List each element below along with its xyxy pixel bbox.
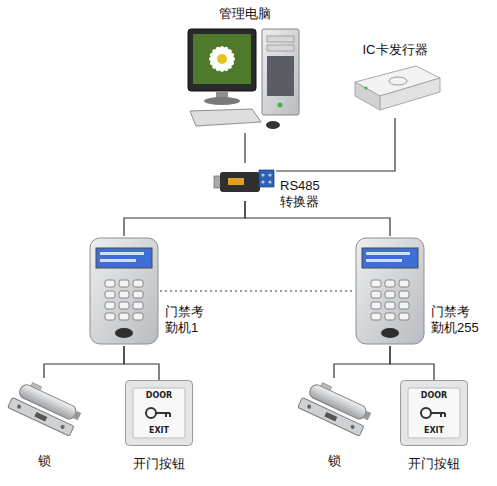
button-face-text: EXIT [424,427,444,435]
wire-connector [124,346,159,380]
wire-connector [124,201,245,236]
lock-node: 锁 [8,378,80,443]
card-mark [389,77,407,85]
monitor-screen [193,34,251,84]
exit-button-node: 开门按钮 [400,380,468,446]
tower-panel [267,56,294,96]
wire-connector [276,118,395,171]
button-face-text: DOOR [146,392,172,400]
computer-illustration [188,29,299,129]
terminal-screw [261,173,264,176]
computer-node: 管理电脑 [185,25,305,133]
button-face-text: DOOR [421,392,447,400]
monitor [188,29,256,91]
terminal-block [259,170,274,187]
button-face-text: EXIT [149,427,169,435]
flower-picture [208,45,235,72]
device-label: RS485 转换器 [280,178,320,211]
db9-plug [214,176,221,188]
issuer-front [355,82,380,110]
exit-button-node: 开门按钮 [125,380,193,446]
wire-connector [334,346,390,378]
exit-button-illustration [401,381,468,446]
converter-sticker [228,178,244,185]
terminal-screw [268,180,271,183]
issuer-light [364,86,367,89]
lock-illustration [8,378,84,437]
card-issuer-illustration [355,66,440,110]
device-label: 管理电脑 [219,6,271,22]
wire-connector [44,346,124,378]
converter-body [220,172,260,192]
device-label: 开门按钮 [133,456,185,472]
access-machine-node: 门禁考 勤机1 [88,236,160,346]
drive-bay [267,36,294,42]
pc-tower [262,29,299,115]
converter-node: RS485 转换器 [214,163,276,201]
access-machine-illustration [90,238,158,344]
flower-center [217,54,227,64]
device-label: 门禁考 勤机1 [165,304,204,337]
access-machine-illustration [356,238,424,344]
converter-illustration [214,170,274,192]
keyboard [190,109,261,126]
issuer-side [380,78,440,110]
drive-bay [267,45,294,51]
mouse [266,121,280,129]
device-label: 锁 [38,453,51,469]
wire-connector [390,346,434,380]
wire-connector [244,133,245,163]
power-light [278,103,283,108]
monitor-base [204,97,240,105]
access-machine-node: 门禁考 勤机255 [354,236,426,346]
terminal-screw [268,173,271,176]
device-label: IC卡发行器 [363,42,428,58]
lock-node: 锁 [298,378,370,443]
petal [208,50,235,68]
exit-button-illustration [126,381,193,446]
device-label: 开门按钮 [408,456,460,472]
device-label: 锁 [328,453,341,469]
wire-connector [160,290,354,291]
lock-illustration [298,378,374,437]
device-label: 门禁考 勤机255 [431,304,479,337]
card-issuer-node: IC卡发行器 [350,62,440,118]
terminal-screw [261,180,264,183]
